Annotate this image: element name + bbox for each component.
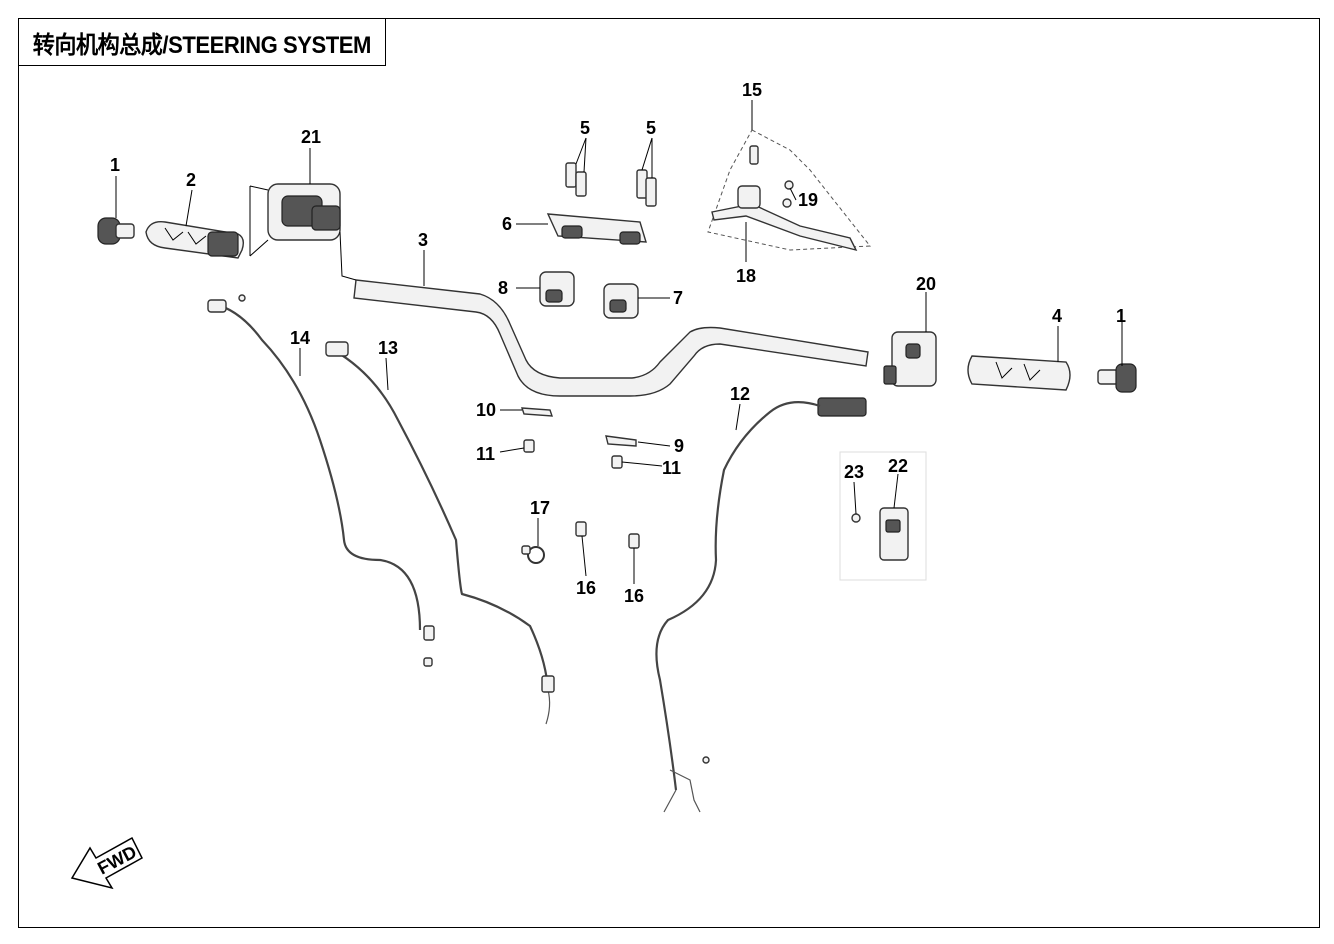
callout-6: 6: [502, 214, 512, 234]
callout-5-left: 5: [580, 118, 590, 138]
callout-5-right: 5: [646, 118, 656, 138]
callout-1-right: 1: [1116, 306, 1126, 326]
fwd-arrow-icon: FWD: [70, 836, 143, 890]
callout-1-left: 1: [110, 155, 120, 175]
callout-4: 4: [1052, 306, 1062, 326]
part-22-23-detail: [839, 451, 927, 581]
callout-9: 9: [674, 436, 684, 456]
part-12-throttle-cable: [655, 397, 867, 813]
part-11-screw-right: [611, 455, 623, 469]
callout-7: 7: [673, 288, 683, 308]
callout-20: 20: [916, 274, 936, 294]
part-16-sleeve-left: [575, 521, 587, 537]
callout-23: 23: [844, 462, 864, 482]
part-1-left-bar-end: [97, 217, 135, 245]
callout-14: 14: [290, 328, 310, 348]
part-20-right-switch-housing: [883, 331, 937, 387]
part-13-cable: [325, 341, 555, 725]
part-16-sleeve-right: [628, 533, 640, 549]
part-19-screws: [782, 180, 794, 208]
callout-10: 10: [476, 400, 496, 420]
callout-18: 18: [736, 266, 756, 286]
callout-22: 22: [888, 456, 908, 476]
part-3-handlebar: [339, 231, 869, 397]
part-4-right-grip: [967, 355, 1071, 391]
part-11-screw-left: [523, 439, 535, 453]
part-5-bolts: [565, 162, 657, 207]
part-8-lower-clamp: [539, 271, 575, 307]
part-10-wire-clip: [521, 407, 553, 417]
drawing-frame: [18, 18, 1320, 928]
part-2-left-grip: [145, 221, 245, 259]
callout-21: 21: [301, 127, 321, 147]
callout-2: 2: [186, 170, 196, 190]
part-14-cable: [207, 294, 435, 667]
callout-17: 17: [530, 498, 550, 518]
part-21-left-switch-housing: [249, 183, 341, 257]
callout-15: 15: [742, 80, 762, 100]
title-block: 转向机构总成/STEERING SYSTEM: [18, 18, 386, 66]
part-15-clutch-lever-assembly: [707, 129, 871, 252]
callout-13: 13: [378, 338, 398, 358]
callout-16-right: 16: [624, 586, 644, 606]
callout-11-right: 11: [662, 458, 681, 478]
diagram-title: 转向机构总成/STEERING SYSTEM: [32, 31, 372, 59]
part-7-lower-clamp: [603, 283, 639, 319]
callout-12: 12: [730, 384, 750, 404]
leader-lines: [115, 100, 1123, 584]
callout-16-left: 16: [576, 578, 596, 598]
callout-3: 3: [418, 230, 428, 250]
callout-11-left: 11: [476, 444, 495, 464]
part-6-upper-clamp: [546, 213, 647, 245]
callout-19: 19: [798, 190, 818, 210]
part-17-hose-clamp: [521, 545, 545, 564]
callout-8: 8: [498, 278, 508, 298]
part-9-wire-clip: [605, 435, 637, 447]
part-1-right-bar-end: [1097, 363, 1137, 393]
